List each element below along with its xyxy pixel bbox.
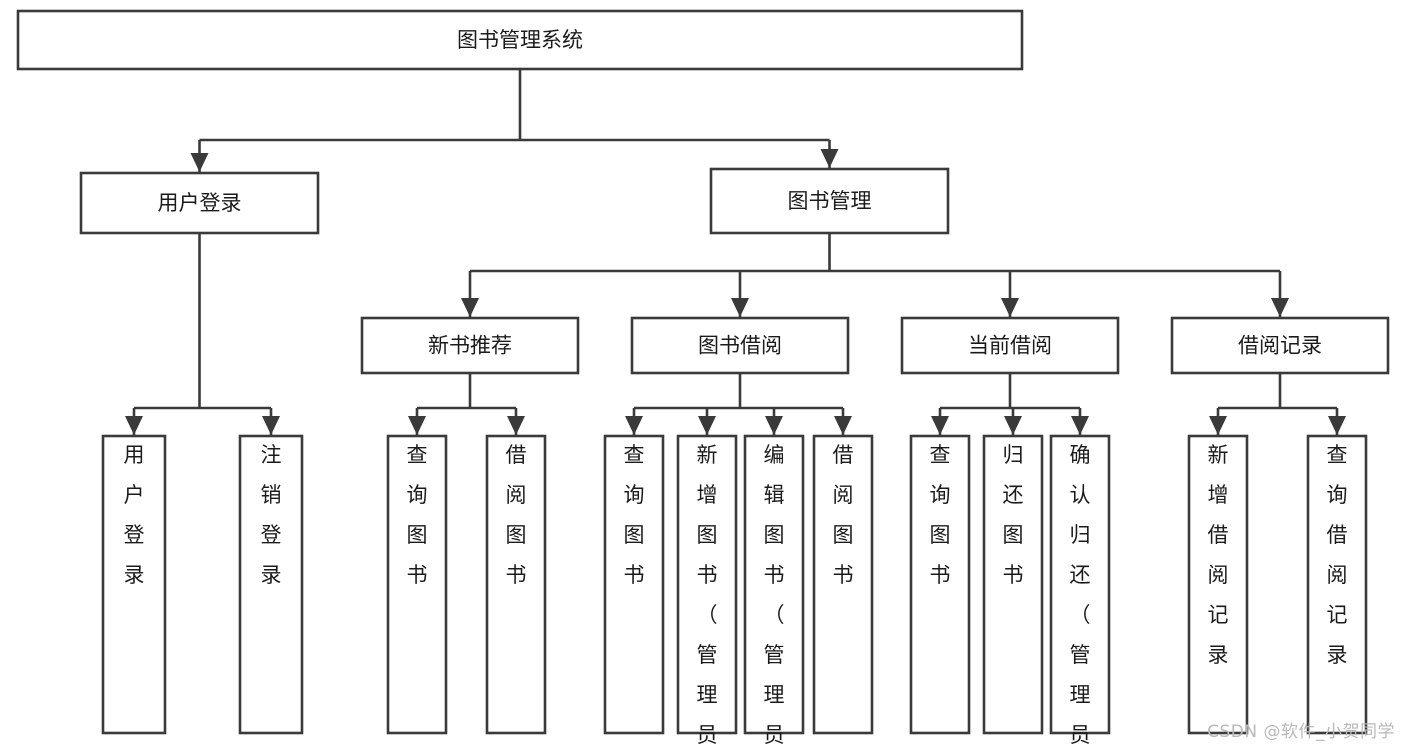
node-box-book-borrow[interactable] xyxy=(630,316,850,375)
node-rec-query-book[interactable]: 查询图书 xyxy=(386,434,448,735)
arrowhead-book-manage-2 xyxy=(1001,298,1019,317)
node-label-new-book-rec: 新书推荐 xyxy=(428,334,512,358)
node-label-root: 图书管理系统 xyxy=(457,28,583,52)
arrowhead-new-book-rec-0 xyxy=(408,416,426,435)
node-root[interactable]: 图书管理系统 xyxy=(16,9,1024,71)
arrowhead-book-manage-0 xyxy=(461,298,479,317)
node-user-login[interactable]: 用户登录 xyxy=(79,171,320,235)
node-label-borrow-borrow-book: 借阅图书 xyxy=(833,443,854,587)
node-box-rec-add-record[interactable] xyxy=(1187,434,1249,735)
node-box-rec-borrow-book[interactable] xyxy=(485,434,547,735)
node-label-borrow-record: 借阅记录 xyxy=(1238,334,1322,358)
node-label-cur-return-book: 归还图书 xyxy=(1003,443,1024,587)
node-label-borrow-query-book: 查询图书 xyxy=(624,443,645,587)
node-label-user-login-do: 用户登录 xyxy=(124,443,145,587)
arrowhead-current-borrow-0 xyxy=(931,416,949,435)
node-borrow-record[interactable]: 借阅记录 xyxy=(1170,316,1390,375)
node-label-user-login: 用户登录 xyxy=(158,191,242,215)
arrowhead-root-1 xyxy=(820,149,839,168)
node-label-rec-borrow-book: 借阅图书 xyxy=(506,443,527,587)
node-box-cur-confirm-return[interactable] xyxy=(1049,434,1111,735)
node-label-borrow-add-book: 新增图书（管理员） xyxy=(697,443,718,747)
arrowhead-book-borrow-1 xyxy=(698,416,716,435)
node-book-borrow[interactable]: 图书借阅 xyxy=(630,316,850,375)
node-borrow-edit-book[interactable]: 编辑图书（管理员） xyxy=(743,434,805,747)
node-box-book-manage[interactable] xyxy=(709,167,950,235)
node-label-rec-query-book: 查询图书 xyxy=(407,443,428,587)
node-label-rec-query-record: 查询借阅记录 xyxy=(1327,443,1348,667)
node-user-login-do[interactable]: 用户登录 xyxy=(101,434,167,735)
node-box-rec-query-book[interactable] xyxy=(386,434,448,735)
arrowhead-new-book-rec-1 xyxy=(507,416,525,435)
node-label-rec-add-record: 新增借阅记录 xyxy=(1208,443,1229,667)
arrowhead-root-0 xyxy=(190,153,209,172)
arrowhead-book-borrow-3 xyxy=(834,416,852,435)
node-user-logout[interactable]: 注销登录 xyxy=(238,434,304,735)
node-box-user-login-do[interactable] xyxy=(101,434,167,735)
node-cur-return-book[interactable]: 归还图书 xyxy=(982,434,1044,735)
nodes-layer: 图书管理系统用户登录用户登录注销登录图书管理新书推荐查询图书借阅图书图书借阅查询… xyxy=(16,9,1390,747)
node-label-user-logout: 注销登录 xyxy=(261,443,282,587)
node-box-borrow-borrow-book[interactable] xyxy=(812,434,874,735)
arrowhead-current-borrow-1 xyxy=(1004,416,1022,435)
arrowhead-book-borrow-0 xyxy=(625,416,643,435)
node-rec-borrow-book[interactable]: 借阅图书 xyxy=(485,434,547,735)
node-box-cur-query-book[interactable] xyxy=(909,434,971,735)
node-box-borrow-query-book[interactable] xyxy=(603,434,665,735)
node-box-root[interactable] xyxy=(16,9,1024,71)
node-label-cur-confirm-return: 确认归还（管理员） xyxy=(1070,443,1091,747)
node-box-user-login[interactable] xyxy=(79,171,320,235)
node-label-book-borrow: 图书借阅 xyxy=(698,334,782,358)
node-box-borrow-record[interactable] xyxy=(1170,316,1390,375)
node-label-borrow-edit-book: 编辑图书（管理员） xyxy=(764,443,785,747)
node-label-book-manage: 图书管理 xyxy=(788,189,872,213)
node-borrow-add-book[interactable]: 新增图书（管理员） xyxy=(676,434,738,747)
node-new-book-rec[interactable]: 新书推荐 xyxy=(360,316,580,375)
node-box-current-borrow[interactable] xyxy=(900,316,1120,375)
node-rec-query-record[interactable]: 查询借阅记录 xyxy=(1306,434,1368,735)
node-box-rec-query-record[interactable] xyxy=(1306,434,1368,735)
node-cur-query-book[interactable]: 查询图书 xyxy=(909,434,971,735)
arrowhead-book-manage-1 xyxy=(731,298,749,317)
node-box-borrow-edit-book[interactable] xyxy=(743,434,805,735)
node-box-user-logout[interactable] xyxy=(238,434,304,735)
arrowhead-book-borrow-2 xyxy=(765,416,783,435)
arrowhead-user-login-0 xyxy=(125,416,143,435)
node-box-borrow-add-book[interactable] xyxy=(676,434,738,735)
arrowhead-book-manage-3 xyxy=(1271,298,1289,317)
arrowhead-current-borrow-2 xyxy=(1071,416,1089,435)
node-borrow-query-book[interactable]: 查询图书 xyxy=(603,434,665,735)
arrowhead-borrow-record-0 xyxy=(1209,416,1227,435)
node-box-new-book-rec[interactable] xyxy=(360,316,580,375)
connectors-layer xyxy=(125,69,1346,435)
node-current-borrow[interactable]: 当前借阅 xyxy=(900,316,1120,375)
arrowhead-borrow-record-1 xyxy=(1328,416,1346,435)
node-book-manage[interactable]: 图书管理 xyxy=(709,167,950,235)
node-box-cur-return-book[interactable] xyxy=(982,434,1044,735)
node-label-cur-query-book: 查询图书 xyxy=(930,443,951,587)
node-borrow-borrow-book[interactable]: 借阅图书 xyxy=(812,434,874,735)
arrowhead-user-login-1 xyxy=(262,416,280,435)
node-label-current-borrow: 当前借阅 xyxy=(968,334,1052,358)
node-rec-add-record[interactable]: 新增借阅记录 xyxy=(1187,434,1249,735)
node-cur-confirm-return[interactable]: 确认归还（管理员） xyxy=(1049,434,1111,747)
watermark-label: CSDN @软件_小贺同学 xyxy=(1207,722,1395,742)
